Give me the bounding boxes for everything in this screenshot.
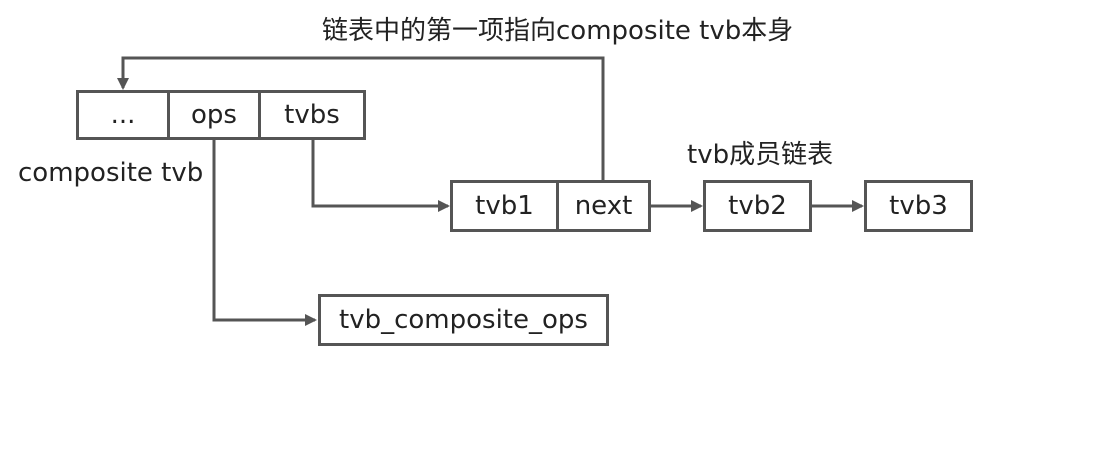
diagram-title: 链表中的第一项指向composite tvb本身 xyxy=(322,16,794,46)
tvb1-box: tvb1 xyxy=(450,180,559,232)
member-list-label: tvb成员链表 xyxy=(687,140,834,170)
tvb3-box: tvb3 xyxy=(864,180,973,232)
composite-cell-ellipsis: ... xyxy=(76,90,170,140)
tvbs-to-tvb1-arrow xyxy=(311,139,450,212)
ops-to-tvb-composite-ops-arrow xyxy=(212,139,317,326)
composite-cell-ops: ops xyxy=(167,90,261,140)
composite-tvb-label: composite tvb xyxy=(18,158,204,188)
tvb2-box: tvb2 xyxy=(703,180,812,232)
back-arrow xyxy=(117,56,605,181)
next-box: next xyxy=(556,180,651,232)
composite-cell-tvbs: tvbs xyxy=(258,90,366,140)
tvb-composite-ops-box: tvb_composite_ops xyxy=(318,294,609,346)
